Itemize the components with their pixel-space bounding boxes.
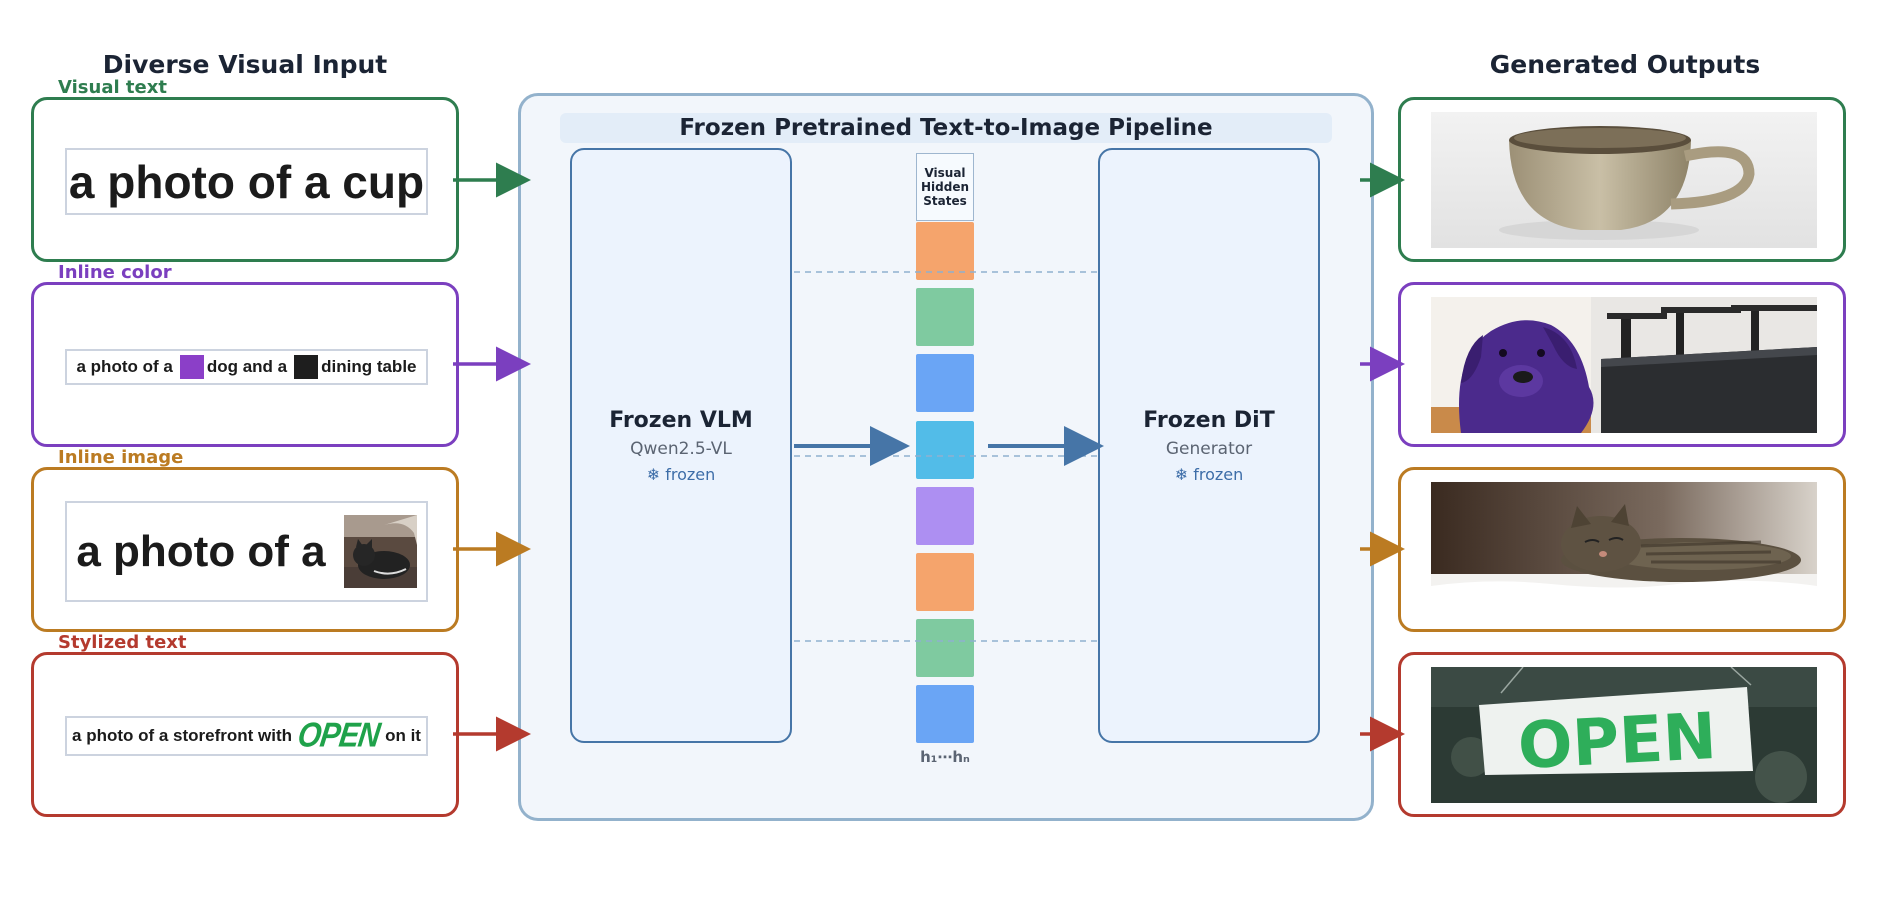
- hidden-state-token: [916, 222, 974, 280]
- input-inline-image: a photo of a: [31, 467, 459, 632]
- prompt-visual-text: a photo of a cup: [65, 148, 428, 215]
- dit-title: Frozen DiT: [1143, 407, 1275, 433]
- prompt-text: a photo of a cup: [68, 155, 425, 208]
- open-sign-image-icon: OPEN: [1431, 667, 1817, 803]
- input-stylized-text: a photo of a storefront with OPEN on it: [31, 652, 459, 817]
- prompt-inline-image: a photo of a: [65, 501, 428, 602]
- frozen-dit-box: Frozen DiT Generator ❄ frozen: [1098, 148, 1320, 743]
- label-visual-text: Visual text: [58, 77, 167, 98]
- prompt-text-a: a photo of a: [76, 357, 173, 376]
- prompt-text: a photo of a: [76, 526, 326, 576]
- output-purple-dog: [1398, 282, 1846, 447]
- prompt-stylized-text: a photo of a storefront with OPEN on it: [65, 716, 428, 756]
- prompt-text-b: on it: [385, 726, 421, 745]
- purple-dog-image-icon: [1431, 297, 1817, 433]
- output-cup: [1398, 97, 1846, 262]
- prompt-text-a: a photo of a storefront with: [72, 726, 293, 745]
- hidden-state-token: [916, 354, 974, 413]
- label-inline-image: Inline image: [58, 447, 184, 468]
- label-inline-color: Inline color: [58, 262, 172, 283]
- hidden-states-label: Visual Hidden States: [916, 153, 974, 221]
- dit-subtitle: Generator: [1165, 438, 1253, 459]
- cup-image-icon: [1431, 112, 1817, 248]
- hidden-state-token: [916, 553, 974, 611]
- token-range-label: h₁⋯hₙ: [920, 748, 970, 766]
- hidden-state-token: [916, 420, 974, 479]
- input-heading: Diverse Visual Input: [102, 50, 388, 79]
- purple-swatch-icon: [179, 355, 204, 379]
- cat-thumbnail-icon: [343, 515, 417, 588]
- hidden-state-token: [916, 619, 974, 678]
- hidden-state-token: [916, 486, 974, 545]
- vlm-subtitle: Qwen2.5-VL: [630, 438, 732, 459]
- prompt-inline-color: a photo of a dog and a dining table: [65, 349, 428, 385]
- pipeline-title: Frozen Pretrained Text-to-Image Pipeline: [560, 113, 1332, 143]
- output-cat: [1398, 467, 1846, 632]
- dit-frozen-snowflake-icon: ❄ frozen: [1174, 464, 1244, 484]
- frozen-vlm-box: Frozen VLM Qwen2.5-VL ❄ frozen: [570, 148, 792, 743]
- vlm-title: Frozen VLM: [609, 407, 753, 433]
- prompt-text-b: dog and a: [206, 357, 288, 376]
- vlm-frozen-snowflake-icon: ❄ frozen: [646, 464, 716, 484]
- cat-image-icon: [1431, 482, 1817, 618]
- output-open-sign: OPEN: [1398, 652, 1846, 817]
- label-stylized-text: Stylized text: [58, 632, 187, 653]
- open-sign-text: OPEN: [1516, 700, 1718, 784]
- prompt-text-c: dining table: [321, 357, 417, 376]
- output-heading: Generated Outputs: [1489, 50, 1761, 79]
- hidden-state-token: [916, 288, 974, 347]
- hidden-state-token: [916, 685, 974, 744]
- black-swatch-icon: [294, 355, 319, 379]
